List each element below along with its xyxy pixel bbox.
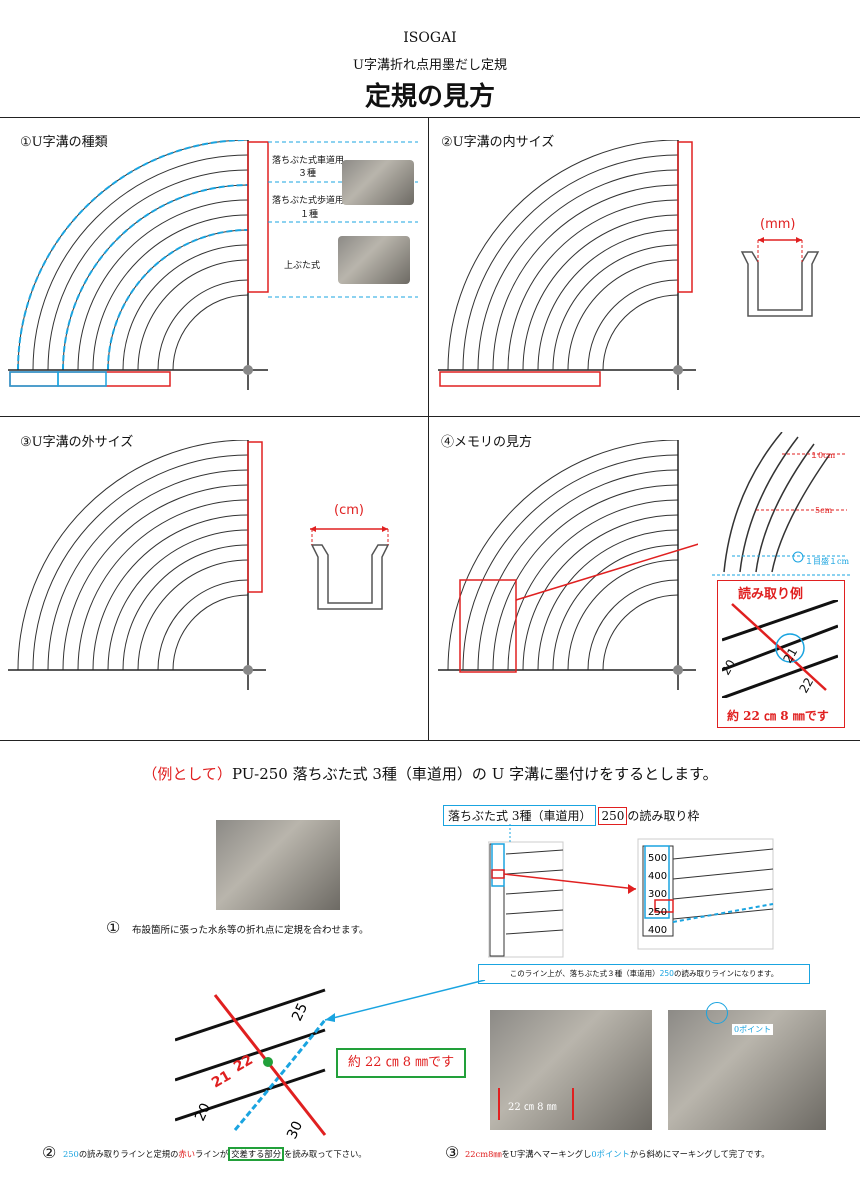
step2-text: 250の読み取りラインと定規の赤いラインが交差する部分を読み取って下さい。: [63, 1147, 367, 1161]
reading-example-diagram: 20 21 22: [722, 600, 838, 698]
cross-num-30: 30: [284, 1119, 306, 1140]
step3-text: 22cm8㎜をU字溝へマーキングし0ポイントから斜めにマーキングして完了です。: [465, 1148, 770, 1160]
reading-line-note: このライン上が、落ちぶた式３種（車道用）250の読み取りラインになります。: [478, 964, 810, 984]
reading-num-22: 22: [796, 675, 816, 695]
product-photo-u-ditch: [338, 236, 410, 284]
panel2-title: ②U字溝の内サイズ: [441, 135, 555, 150]
step2-number: ②: [42, 1143, 57, 1162]
step3-part-b: をU字溝へマーキングし: [501, 1149, 592, 1159]
step3-part-c: 0ポイント: [591, 1149, 630, 1159]
product-name: U字溝折れ点用墨だし定規: [353, 58, 507, 73]
marking-length-label: 22 ㎝ 8 ㎜: [508, 1102, 557, 1113]
inner-size-unit: (mm): [760, 217, 796, 232]
brand-name: ISOGAI: [403, 30, 457, 46]
cross-reading-value: 約 22 ㎝ 8 ㎜です: [336, 1048, 466, 1078]
panel1-title: ①U字溝の種類: [20, 135, 108, 150]
frame-caption: 落ちぶた式 3種（車道用） 250 の読み取り枠: [443, 805, 699, 826]
scale-zoom: [712, 432, 852, 576]
label-type-road: 落ちぶた式車道用: [272, 156, 345, 166]
step2-part-e: 交差する部分: [228, 1147, 285, 1161]
scale-label-10cm: １0cm: [810, 451, 836, 460]
label-type-walk: 落ちぶた式歩道用: [272, 196, 345, 206]
reading-line-note-c: の読み取りラインになります。: [673, 969, 779, 978]
reading-line-note-b: 250: [659, 969, 674, 978]
divider-bottom: [0, 740, 860, 741]
svg-text:250: 250: [648, 907, 667, 918]
step3-number: ③: [445, 1143, 460, 1162]
scale-label-1cm: １目盛１cm: [805, 557, 850, 566]
svg-text:500: 500: [648, 853, 667, 864]
marking-photo: [490, 1010, 652, 1130]
svg-text:400: 400: [648, 871, 667, 882]
scale-label-5cm: 5cm: [815, 506, 833, 515]
reading-example-value: 約 22 ㎝ 8 ㎜です: [727, 709, 829, 723]
example-lead-prefix: （例として）: [142, 765, 232, 783]
svg-text:300: 300: [648, 889, 667, 900]
cross-num-25: 25: [289, 1001, 311, 1024]
reading-line-note-a: このライン上が、落ちぶた式３種（車道用）: [509, 969, 660, 978]
label-type-lid: 上ぶた式: [284, 261, 321, 271]
example-lead-text: PU-250 落ちぶた式 3種（車道用）の U 字溝に墨付けをするとします。: [231, 765, 718, 783]
inner-size-diagram: [740, 237, 820, 317]
outer-size-diagram: [310, 526, 390, 610]
product-photo-channel: [342, 160, 414, 205]
cross-zoom-diagram: 25 21 22 20 30: [175, 980, 486, 1140]
panel1-ruler: [8, 140, 418, 390]
cross-num-20: 20: [192, 1101, 214, 1124]
panel2-ruler: [438, 140, 696, 390]
step3-part-d: から斜めにマーキングして完了です。: [629, 1149, 770, 1159]
frame-label-suffix: の読み取り枠: [627, 809, 700, 823]
step1-text: 布設箇所に張った水糸等の折れ点に定規を合わせます。: [132, 925, 369, 936]
example-lead: （例として）PU-250 落ちぶた式 3種（車道用）の U 字溝に墨付けをすると…: [0, 763, 860, 784]
step2-part-a: 250: [63, 1149, 79, 1159]
divider-middle: [0, 416, 860, 417]
step1-photo: [216, 820, 340, 910]
frame-zoom-diagram: 500 400 300 250 400: [488, 824, 774, 958]
panel3-title: ③U字溝の外サイズ: [20, 435, 134, 450]
zero-point-circle: [706, 1002, 728, 1024]
frame-label-type: 落ちぶた式 3種（車道用）: [443, 805, 597, 826]
outer-size-unit: (cm): [334, 503, 364, 518]
zero-point-label: 0ポイント: [732, 1024, 774, 1035]
page-title: 定規の見方: [364, 82, 495, 112]
divider-vertical: [428, 117, 429, 740]
step1-number: ①: [106, 918, 121, 937]
reading-example-box: [717, 580, 845, 728]
step2-part-c: 赤い: [178, 1149, 196, 1159]
step3-part-a: 22cm8㎜: [465, 1149, 502, 1159]
panel4-ruler: [438, 440, 698, 690]
step2-part-f: を読み取って下さい。: [284, 1149, 367, 1159]
label-class1: １種: [300, 210, 319, 220]
divider-top: [0, 117, 860, 118]
step2-part-b: の読み取りラインと定規の: [78, 1149, 179, 1159]
marking-span: [498, 1088, 574, 1120]
reading-num-20: 20: [722, 657, 738, 677]
svg-text:400: 400: [648, 925, 667, 936]
panel3-ruler: [8, 440, 266, 690]
reading-example-title: 読み取り例: [738, 587, 804, 602]
panel4-title: ④メモリの見方: [441, 435, 533, 450]
label-class3: ３種: [298, 169, 317, 179]
frame-label-size: 250: [598, 806, 628, 825]
reading-num-21: 21: [780, 645, 800, 665]
step2-part-d: ラインが: [195, 1149, 229, 1159]
cross-num-21: 21: [209, 1068, 234, 1092]
